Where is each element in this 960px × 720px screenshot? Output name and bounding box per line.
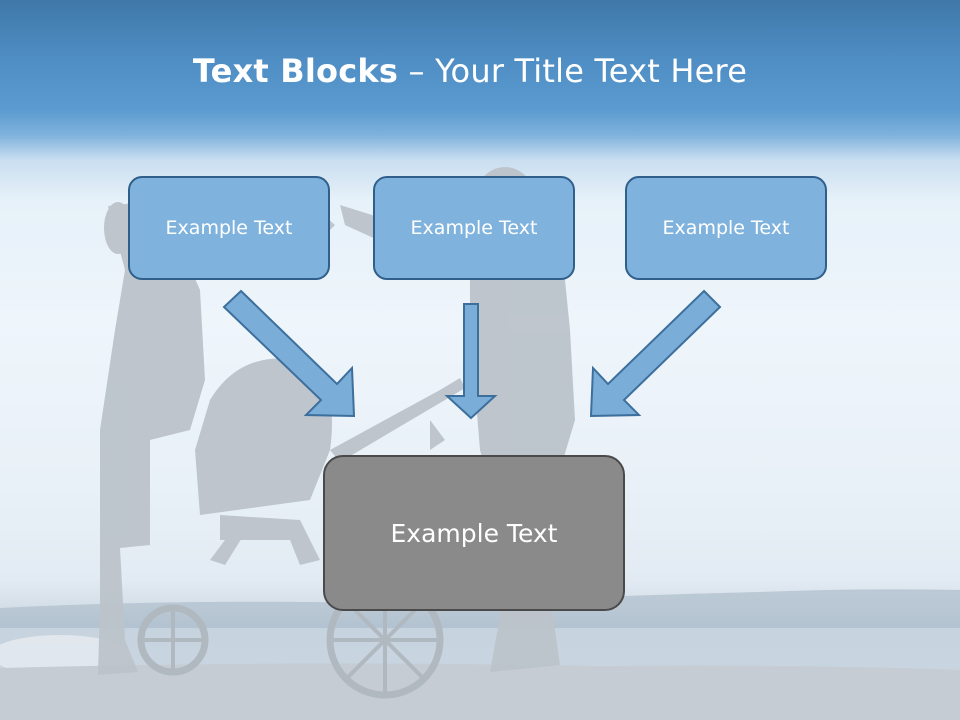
diagonal-down-right-arrow-icon <box>222 289 356 418</box>
text-block-label: Example Text <box>662 217 790 239</box>
text-block-top-center[interactable]: Example Text <box>373 176 575 280</box>
text-block-label: Example Text <box>165 217 293 239</box>
title-bold: Text Blocks <box>192 52 399 90</box>
slide-title: Text Blocks – Your Title Text Here <box>0 52 940 90</box>
text-block-bottom[interactable]: Example Text <box>323 455 625 611</box>
text-block-label: Example Text <box>410 217 538 239</box>
down-arrow-icon <box>444 303 498 420</box>
text-block-top-left[interactable]: Example Text <box>128 176 330 280</box>
diagonal-down-left-arrow-icon <box>589 289 722 418</box>
title-dash: – <box>398 52 436 90</box>
text-block-top-right[interactable]: Example Text <box>625 176 827 280</box>
title-rest: Your Title Text Here <box>435 52 748 90</box>
text-block-label: Example Text <box>390 518 558 548</box>
